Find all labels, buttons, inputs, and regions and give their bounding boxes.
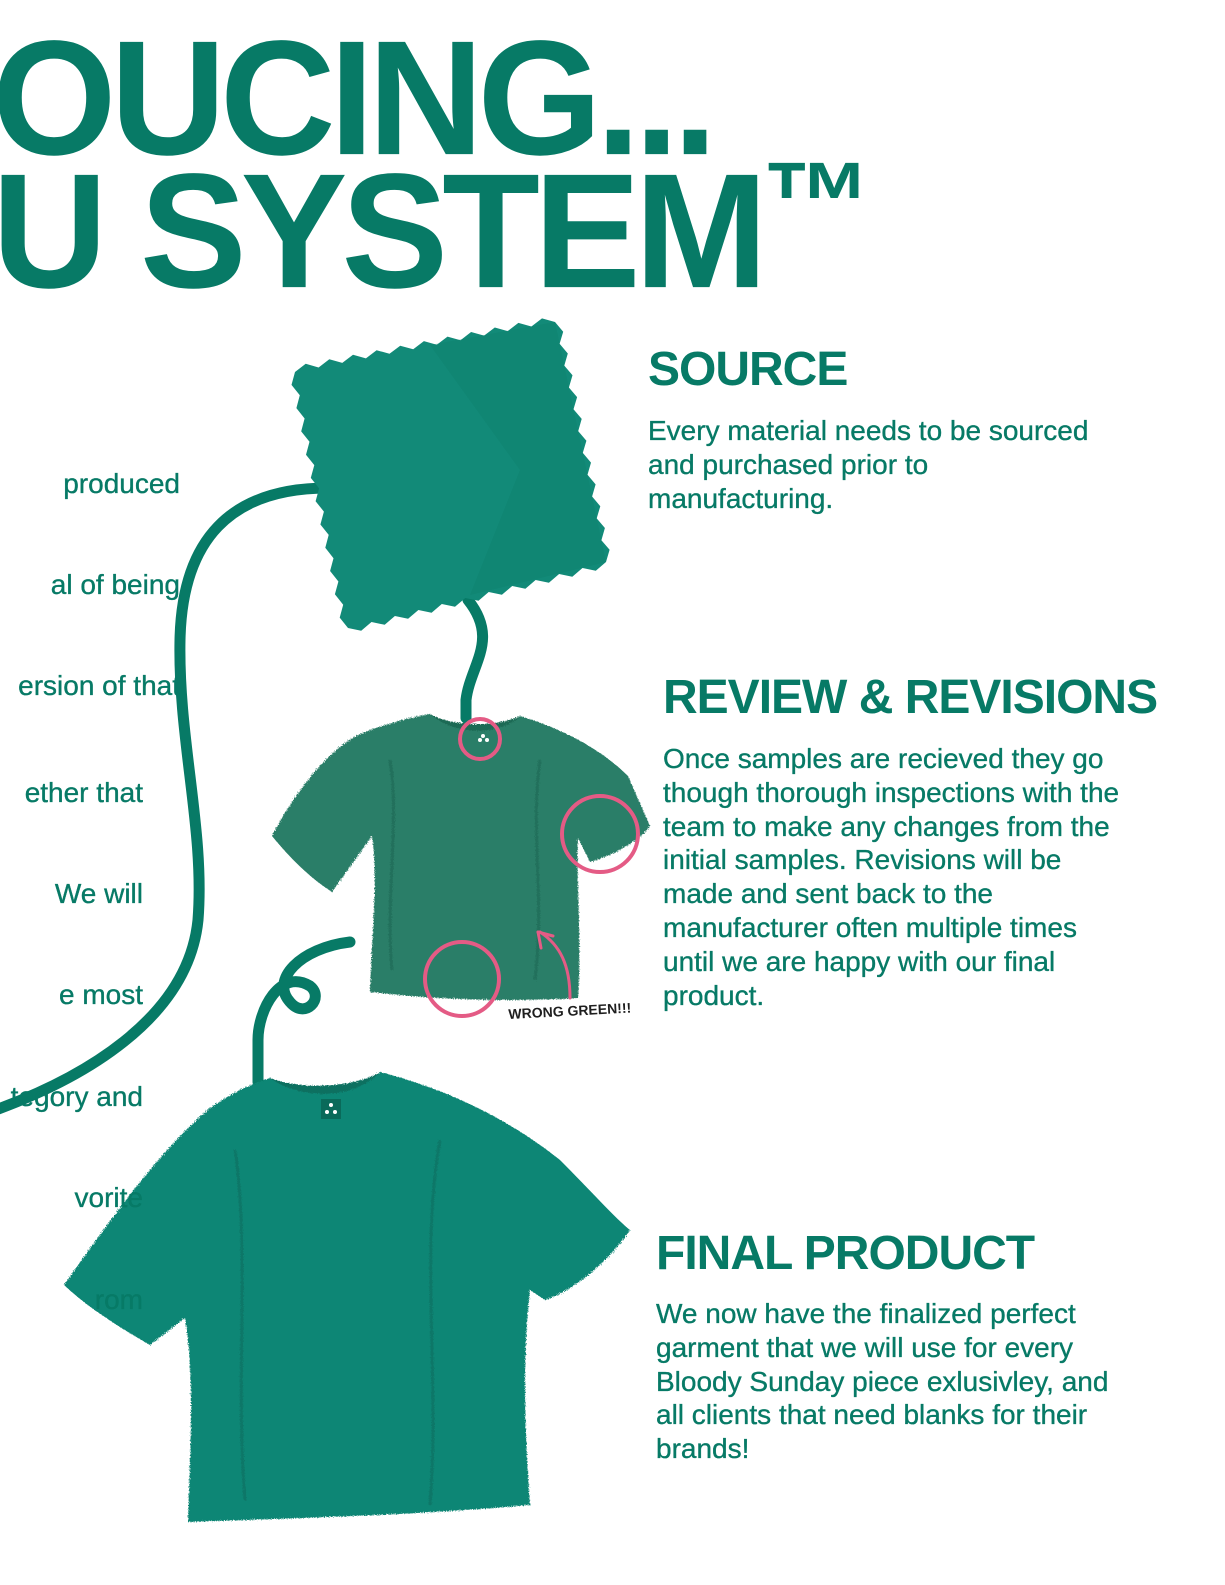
highlight-circle-icon: [458, 717, 502, 761]
sample-tshirt-image: [272, 714, 650, 1000]
trademark-symbol: ™: [761, 139, 872, 265]
highlight-circle-icon: [560, 794, 640, 874]
connector-swatch-to-left: [0, 482, 334, 1115]
headline-line-1: OUCING...: [0, 6, 717, 189]
source-body: Every material needs to be sourced and p…: [648, 415, 1089, 514]
final-tshirt-image: [64, 1072, 630, 1522]
source-title: SOURCE: [648, 343, 848, 396]
intro-paragraph-1-cropped: produced al of being ersion of that: [18, 467, 180, 702]
headline-line-2: U SYSTEM™: [0, 139, 872, 322]
highlight-circle-icon: [423, 940, 501, 1018]
review-revisions-body: Once samples are recieved they go though…: [663, 743, 1120, 1011]
final-product-body: We now have the finalized perfect garmen…: [656, 1298, 1109, 1465]
star-logo-icon: [478, 734, 489, 742]
connector-sample-to-final: [252, 936, 356, 1088]
review-revisions-title: REVIEW & REVISIONS: [663, 671, 1158, 724]
intro-paragraph-2-cropped: ether that We will e most tegory and vor…: [10, 776, 143, 1315]
star-logo-icon: [321, 1099, 341, 1119]
fabric-swatch-image: [291, 318, 610, 631]
final-product-title: FINAL PRODUCT: [656, 1227, 1035, 1280]
arrow-icon: [536, 930, 572, 1000]
connector-swatch-to-sample: [460, 594, 489, 724]
